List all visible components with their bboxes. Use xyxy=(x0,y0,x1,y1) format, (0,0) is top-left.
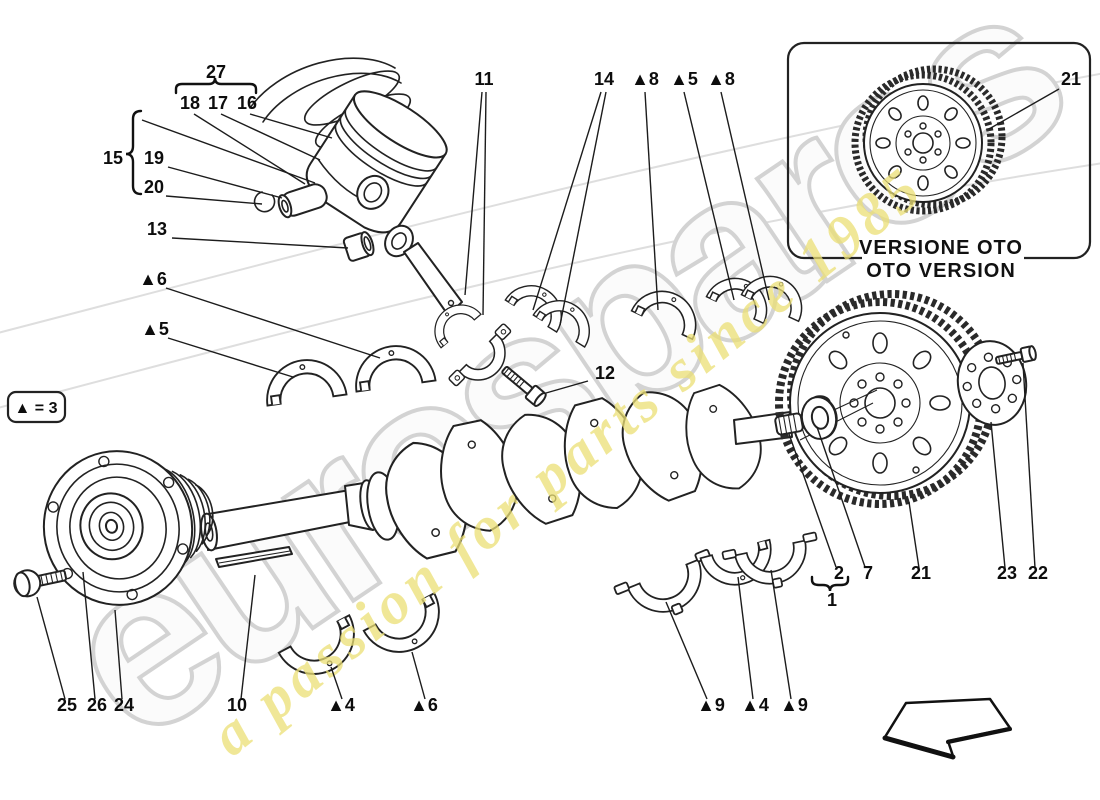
callout-8a: ▲8 xyxy=(631,69,659,89)
gudgeon-pin xyxy=(277,183,328,219)
callout-9a: ▲9 xyxy=(697,695,725,715)
callout-4b: ▲4 xyxy=(741,695,769,715)
callout-18: 18 xyxy=(180,93,200,113)
callout-7: 7 xyxy=(863,563,873,583)
callout-12: 12 xyxy=(595,363,615,383)
connecting-rod xyxy=(384,224,482,349)
flywheel-bolt xyxy=(995,345,1037,365)
thrust-bearing-shells xyxy=(613,531,826,634)
leader-lines xyxy=(36,77,1060,700)
callout-6b: ▲6 xyxy=(410,695,438,715)
rod-bolt xyxy=(501,366,547,407)
callout-9b: ▲9 xyxy=(780,695,808,715)
inset-flywheel xyxy=(851,65,1006,215)
callout-17: 17 xyxy=(208,93,228,113)
inset-caption-line1: VERSIONE OTO xyxy=(859,237,1023,259)
callout-5a: ▲5 xyxy=(141,319,169,339)
callout-8b: ▲8 xyxy=(707,69,735,89)
callout-4a: ▲4 xyxy=(327,695,355,715)
direction-arrow xyxy=(882,697,1012,760)
callout-14: 14 xyxy=(594,69,614,89)
legend-note: ▲ = 3 xyxy=(15,400,58,417)
callout-21-inset: 21 xyxy=(1061,69,1081,89)
pulley-damper xyxy=(42,450,214,606)
callout-26: 26 xyxy=(87,695,107,715)
callout-24: 24 xyxy=(114,695,134,715)
callout-13: 13 xyxy=(147,219,167,239)
threaded-plug xyxy=(774,412,804,436)
callout-23: 23 xyxy=(997,563,1017,583)
callout-6a: ▲6 xyxy=(139,269,167,289)
pulley-bolt xyxy=(13,569,68,598)
callout-20: 20 xyxy=(144,177,164,197)
pilot-bearing xyxy=(800,396,838,440)
callout-21: 21 xyxy=(911,563,931,583)
legend-box: ▲ = 3 xyxy=(6,390,67,424)
callout-15: 15 xyxy=(103,148,123,168)
callout-19: 19 xyxy=(144,148,164,168)
callout-11: 11 xyxy=(474,69,493,89)
small-end-bushing xyxy=(342,231,375,262)
circlip xyxy=(253,191,276,213)
callout-2: 2 xyxy=(834,563,844,583)
callout-16: 16 xyxy=(237,93,257,113)
callout-1: 1 xyxy=(827,590,837,610)
callout-10: 10 xyxy=(227,695,247,715)
callout-27: 27 xyxy=(206,62,226,82)
piston xyxy=(305,90,448,234)
inset-box xyxy=(786,41,1092,260)
callout-5b: ▲5 xyxy=(670,69,698,89)
inset-caption: VERSIONE OTO OTO VERSION xyxy=(859,237,1024,282)
inset-caption-line2: OTO VERSION xyxy=(866,260,1016,282)
callout-labels: 27 18 17 16 15 19 20 13 ▲6 ▲5 11 14 ▲8 ▲… xyxy=(57,62,1081,715)
callout-25: 25 xyxy=(57,695,77,715)
callout-22: 22 xyxy=(1028,563,1048,583)
